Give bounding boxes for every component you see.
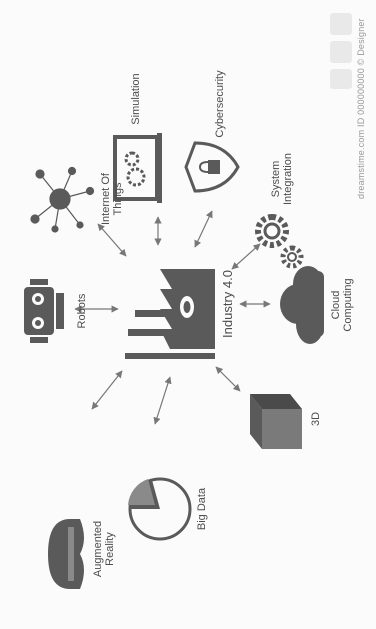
label-big-data: Big Data bbox=[196, 487, 208, 531]
monitor-gears-icon bbox=[113, 133, 162, 203]
arrow-big-data bbox=[153, 376, 172, 425]
label-cloud-computing: Cloud Computing bbox=[330, 278, 354, 332]
shield-lock-icon bbox=[184, 141, 240, 193]
label-internet-of-things: Internet Of Things bbox=[100, 173, 124, 225]
connection-arrows bbox=[74, 210, 271, 425]
arrow-3d bbox=[215, 366, 241, 392]
robot-icon bbox=[24, 279, 64, 343]
label-cybersecurity: Cybersecurity bbox=[214, 70, 226, 138]
cloud-icon bbox=[280, 266, 324, 344]
factory-icon bbox=[125, 269, 215, 359]
arrow-augmented-reality bbox=[91, 370, 123, 410]
label-augmented-reality: Augmented Reality bbox=[92, 520, 116, 578]
watermark-logo bbox=[330, 13, 352, 89]
label-3d: 3D bbox=[310, 411, 322, 427]
label-robots: Robots bbox=[76, 293, 88, 329]
cube-icon bbox=[250, 394, 302, 449]
arrow-system-integration bbox=[231, 243, 261, 270]
iot-network-icon bbox=[30, 166, 95, 233]
pie-chart-icon bbox=[128, 477, 192, 541]
label-simulation: Simulation bbox=[130, 73, 142, 125]
label-system-integration: System Integration bbox=[270, 153, 294, 205]
arrow-internet-of-things bbox=[97, 223, 127, 257]
gears-icon bbox=[255, 214, 304, 269]
watermark-text: dreamstime.com ID 000000000 © Designer bbox=[356, 18, 366, 199]
vr-headset-icon bbox=[48, 519, 84, 589]
arrow-cybersecurity bbox=[194, 210, 213, 248]
center-label: Industry 4.0 bbox=[220, 270, 235, 338]
